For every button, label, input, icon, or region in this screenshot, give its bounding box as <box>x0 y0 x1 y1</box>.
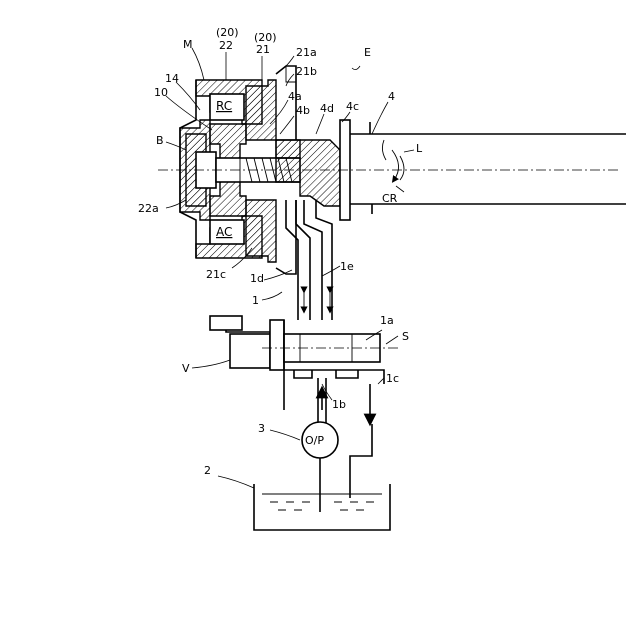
label-22a: 22a <box>138 202 159 215</box>
label-ac: AC <box>216 225 232 239</box>
label-21b: 21b <box>296 65 317 78</box>
label-10: 10 <box>154 86 168 99</box>
label-21: 21 <box>256 43 270 56</box>
label-20-housing: (20) <box>216 26 239 39</box>
label-22: 22 <box>219 39 233 52</box>
label-4b: 4b <box>296 104 310 117</box>
label-1a: 1a <box>380 314 394 327</box>
control-valve-v <box>210 316 400 410</box>
label-b: B <box>156 134 164 147</box>
label-v: V <box>182 362 190 375</box>
label-l: L <box>416 142 423 155</box>
label-4d: 4d <box>320 102 334 115</box>
label-rc: RC <box>216 99 232 113</box>
label-1b: 1b <box>332 398 346 411</box>
leader-lines <box>166 48 414 488</box>
reference-labels: M (20) 22 (20) 21 21a 21b E 14 10 RC 4a … <box>138 26 423 477</box>
oil-passages <box>286 200 332 320</box>
label-21a: 21a <box>296 46 317 59</box>
label-m: M <box>183 38 193 51</box>
label-21c: 21c <box>206 268 226 281</box>
label-1e: 1e <box>340 260 354 273</box>
label-1c: 1c <box>386 372 399 385</box>
label-14: 14 <box>165 72 179 85</box>
oil-circuit <box>254 378 390 530</box>
label-3: 3 <box>258 422 265 435</box>
label-2: 2 <box>204 464 211 477</box>
label-op: O/P <box>305 434 324 447</box>
label-4: 4 <box>388 90 395 103</box>
label-1: 1 <box>252 294 259 307</box>
label-s: S <box>402 330 409 343</box>
label-cr: CR <box>382 192 398 205</box>
label-e: E <box>364 46 371 59</box>
label-4c: 4c <box>346 100 359 113</box>
label-1d: 1d <box>250 272 264 285</box>
label-4a: 4a <box>288 90 302 103</box>
